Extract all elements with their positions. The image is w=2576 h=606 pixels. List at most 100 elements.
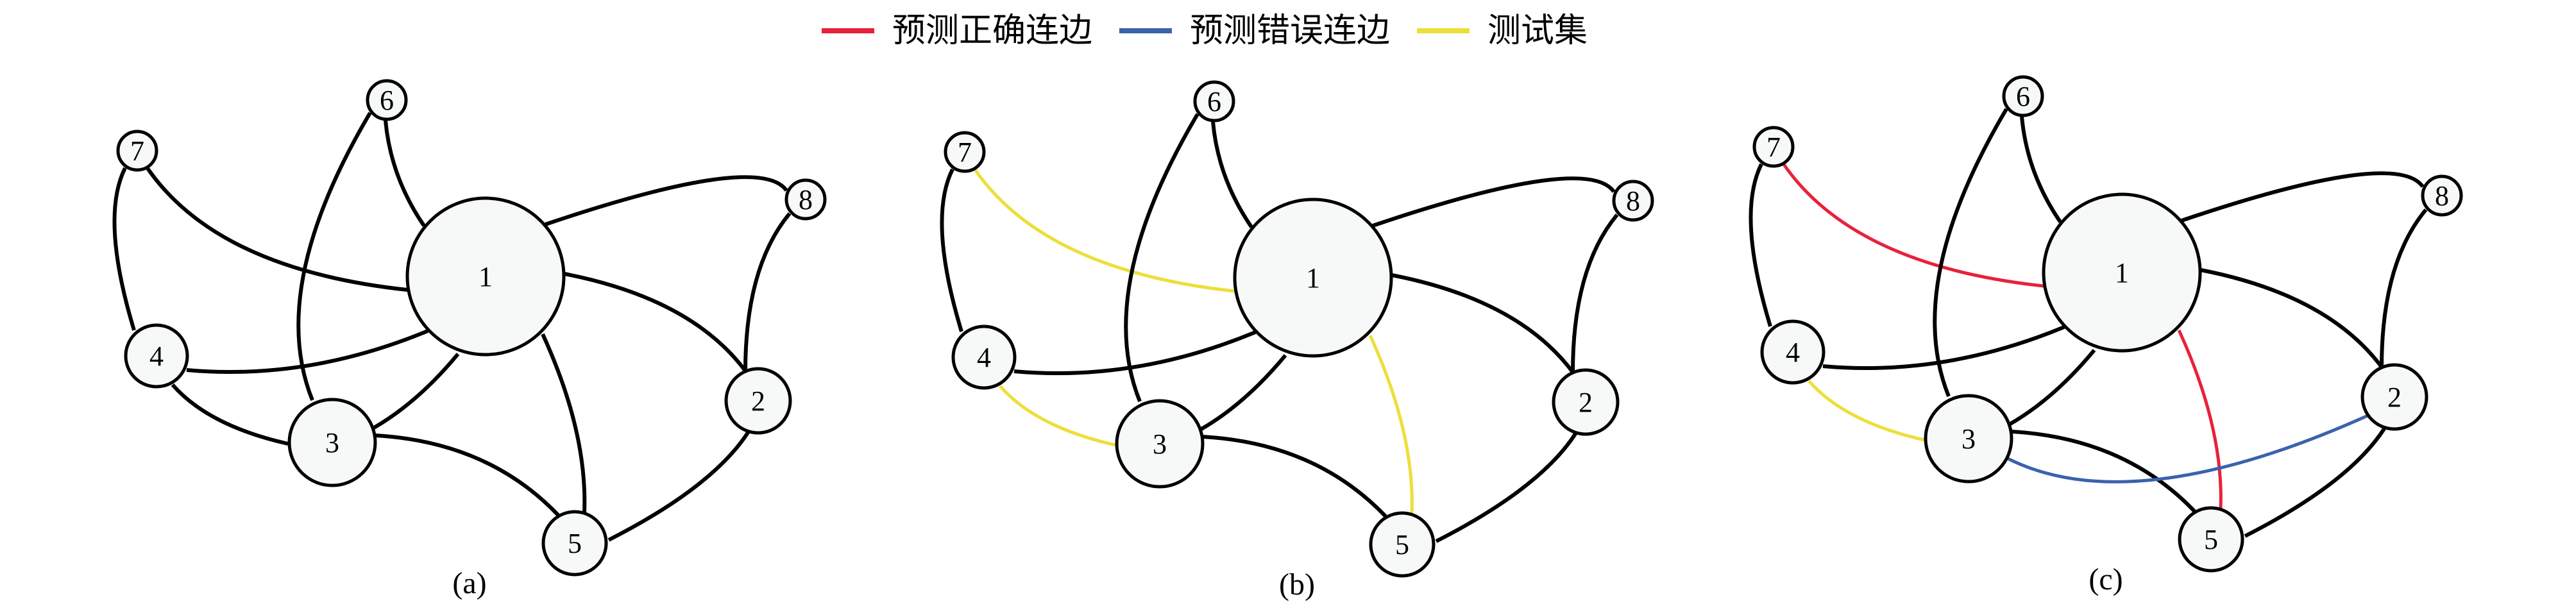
edge-8-2-train: [743, 212, 792, 372]
node-4: 4: [1760, 319, 1826, 385]
node-label: 8: [1626, 185, 1640, 217]
node-8: 8: [784, 178, 827, 221]
node-1: 1: [405, 196, 566, 357]
panel-caption: (c): [2089, 562, 2123, 596]
node-circle: [2002, 75, 2044, 117]
edge-7-4-train: [1749, 163, 1772, 327]
edge-1-7-train: [145, 166, 408, 292]
legend-item-test: 测试集: [1417, 12, 1588, 50]
node-circle: [1552, 368, 1620, 436]
edge-3-5-train: [375, 433, 560, 517]
node-circle: [2421, 174, 2463, 217]
node-label: 4: [149, 341, 164, 372]
node-7: 7: [944, 131, 986, 173]
legend-item-correct: 预测正确连边: [822, 12, 1092, 50]
edge-1-5-train: [541, 333, 587, 513]
node-label: 6: [1207, 86, 1221, 117]
edge-6-1-train: [384, 120, 426, 227]
edge-5-2-train: [2244, 426, 2387, 538]
node-label: 1: [479, 261, 493, 292]
node-label: 1: [2115, 257, 2129, 289]
legend-label-wrong: 预测错误连边: [1190, 12, 1391, 50]
node-circle: [1924, 394, 2013, 484]
legend: 预测正确连边 预测错误连边 测试集: [822, 12, 1614, 50]
edge-1-5-correct: [2177, 329, 2223, 509]
edge-1-3-train: [373, 353, 460, 430]
edge-6-3-train: [1124, 113, 1199, 403]
node-4: 4: [951, 324, 1017, 390]
edge-5-2-train: [1435, 432, 1578, 543]
node-7: 7: [1752, 126, 1795, 168]
edge-4-3-test: [999, 385, 1116, 447]
node-circle: [1115, 399, 1205, 489]
legend-swatch-correct: [822, 28, 874, 33]
edge-1-3-train: [1200, 354, 1287, 431]
edge-4-3-train: [171, 383, 289, 446]
node-label: 4: [1786, 337, 1800, 368]
node-6: 6: [366, 79, 408, 121]
node-label: 5: [2204, 524, 2218, 555]
node-label: 5: [568, 528, 582, 559]
edge-1-8-train: [1372, 176, 1616, 228]
panel-b: 1 2 3 4 5 6 7 8 (b): [940, 80, 1654, 602]
node-circle: [124, 323, 189, 389]
node-6: 6: [2002, 75, 2044, 117]
node-label: 7: [958, 137, 972, 168]
edge-1-2-train: [564, 272, 749, 374]
edge-6-1-train: [2020, 116, 2062, 223]
node-5: 5: [2178, 506, 2244, 573]
edge-1-4-train: [1822, 325, 2065, 370]
edge-1-4-train: [1013, 330, 1257, 375]
node-label: 2: [751, 385, 765, 417]
node-3: 3: [1924, 394, 2013, 484]
node-1: 1: [2042, 192, 2202, 353]
node-label: 3: [1962, 423, 1976, 455]
node-circle: [1760, 319, 1826, 385]
edge-1-8-train: [2181, 171, 2425, 223]
node-circle: [1612, 180, 1654, 222]
edge-8-2-train: [1571, 214, 1619, 373]
edge-7-4-train: [940, 168, 963, 332]
node-6: 6: [1193, 80, 1235, 122]
node-label: 2: [1579, 387, 1593, 418]
node-label: 8: [2435, 180, 2449, 212]
node-circle: [287, 398, 377, 487]
node-5: 5: [541, 510, 608, 577]
edge-3-5-train: [1202, 435, 1387, 518]
legend-swatch-wrong: [1119, 28, 1173, 33]
node-circle: [784, 178, 827, 221]
edge-1-7-correct: [1781, 162, 2044, 288]
node-label: 5: [1395, 529, 1409, 560]
node-8: 8: [1612, 180, 1654, 222]
node-circle: [2178, 506, 2244, 573]
node-2: 2: [1552, 368, 1620, 436]
node-7: 7: [116, 130, 158, 172]
edge-1-3-train: [2009, 349, 2096, 426]
edge-1-7-test: [972, 167, 1235, 293]
node-circle: [1369, 511, 1436, 578]
node-circle: [944, 131, 986, 173]
edge-6-3-train: [296, 112, 372, 401]
node-circle: [116, 130, 158, 172]
legend-label-correct: 预测正确连边: [892, 12, 1093, 50]
node-circle: [2042, 192, 2202, 353]
edge-1-4-train: [186, 329, 429, 374]
node-circle: [1233, 198, 1393, 358]
node-1: 1: [1233, 198, 1393, 358]
edge-1-8-train: [545, 175, 788, 226]
edge-3-2-wrong: [2005, 412, 2372, 484]
node-label: 3: [1153, 428, 1167, 460]
node-3: 3: [1115, 399, 1205, 489]
node-label: 8: [799, 184, 813, 215]
node-circle: [1752, 126, 1795, 168]
edge-1-2-train: [2200, 268, 2385, 370]
edge-5-2-train: [607, 430, 750, 542]
panel-caption: (a): [452, 566, 486, 600]
node-circle: [541, 510, 608, 577]
node-label: 7: [130, 135, 144, 167]
edge-1-5-test: [1368, 334, 1414, 514]
panel-caption: (b): [1279, 568, 1315, 602]
